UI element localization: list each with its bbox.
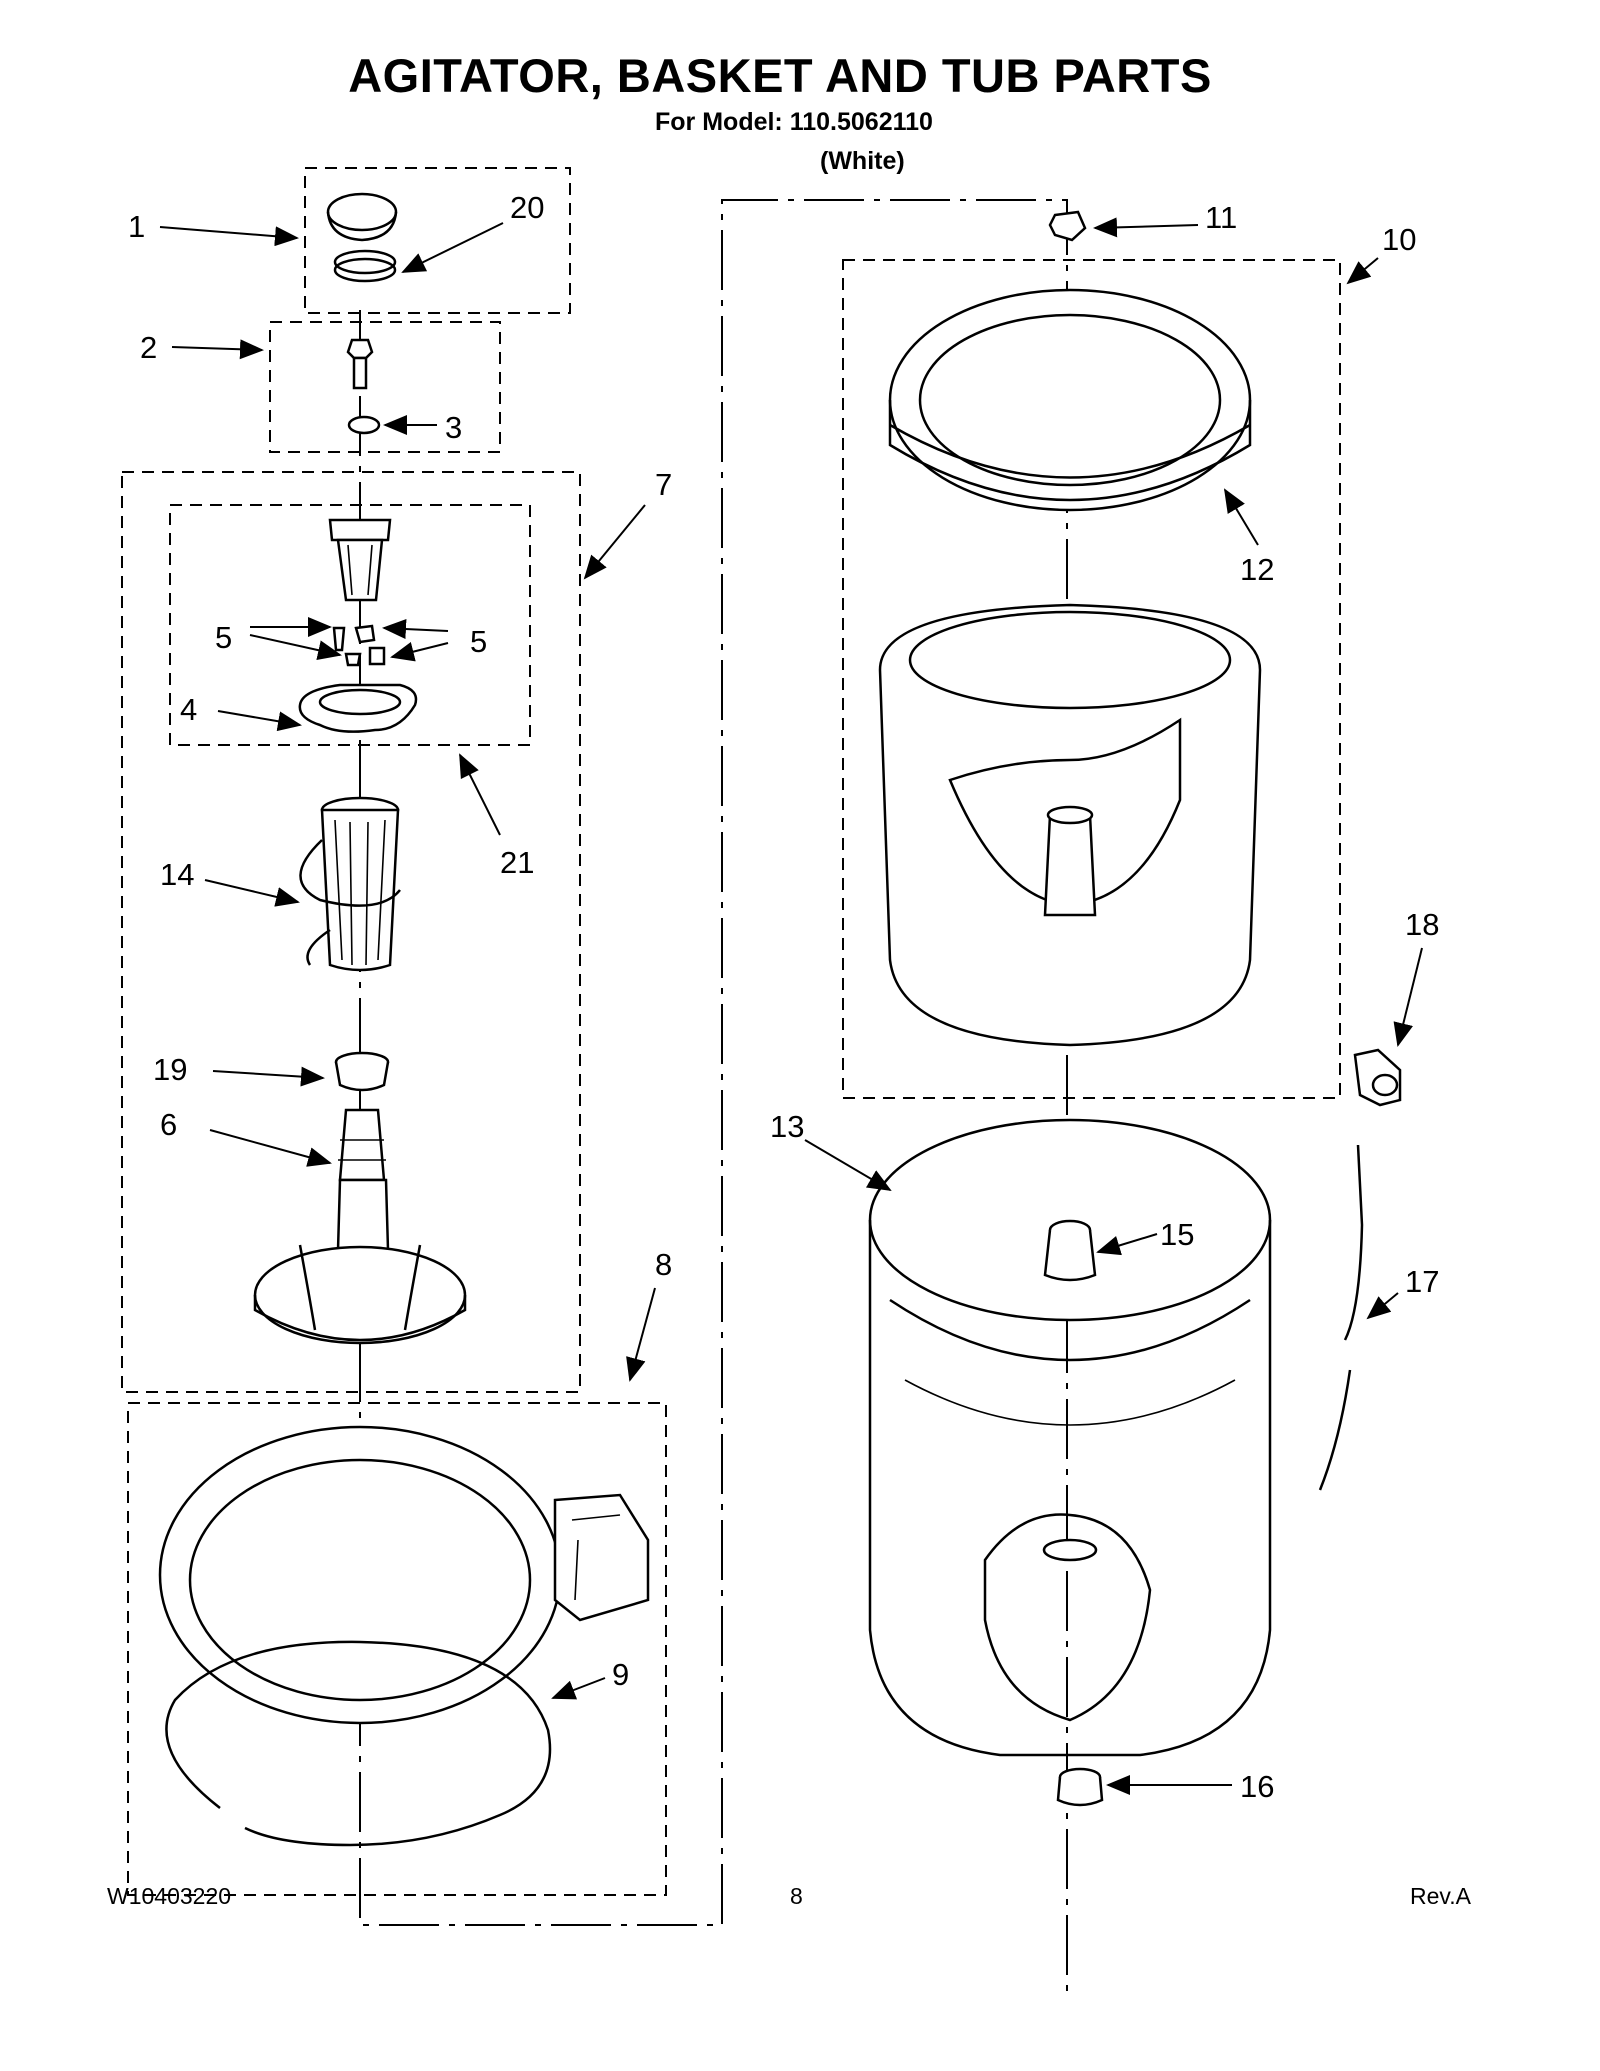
callout-19: 19 xyxy=(153,1052,187,1087)
callout-7: 7 xyxy=(655,467,672,502)
callout-4: 4 xyxy=(180,692,197,727)
leader-19 xyxy=(212,1066,325,1087)
page-number: 8 xyxy=(790,1883,803,1909)
leader-9 xyxy=(551,1677,606,1700)
leader-7 xyxy=(583,504,646,580)
leader-15 xyxy=(1096,1233,1158,1256)
part-20-seal xyxy=(333,249,397,283)
part-21-cam-assembly xyxy=(298,518,418,733)
part-13-outer-tub xyxy=(868,1118,1272,1757)
leader-13 xyxy=(804,1139,892,1192)
part-14-auger xyxy=(299,796,401,972)
leader-21 xyxy=(459,753,501,836)
callout-3: 3 xyxy=(445,410,462,445)
leader-2 xyxy=(171,339,264,360)
part-2-bolt xyxy=(346,338,374,390)
callout-21: 21 xyxy=(500,845,534,880)
group-box-8 xyxy=(127,1402,667,1896)
leader-5c xyxy=(382,619,449,640)
model-color: (White) xyxy=(820,147,905,175)
part-15-bushing xyxy=(1043,1219,1097,1282)
callout-5-left: 5 xyxy=(215,620,232,655)
leader-5d xyxy=(390,641,449,662)
group-box-7 xyxy=(121,471,581,1393)
leader-6 xyxy=(209,1129,332,1167)
callout-2: 2 xyxy=(140,330,157,365)
part-18-clip xyxy=(1353,1048,1402,1107)
callout-17: 17 xyxy=(1405,1264,1439,1299)
part-10-basket xyxy=(878,603,1262,1047)
part-12-balance-ring xyxy=(888,288,1252,512)
callout-12: 12 xyxy=(1240,552,1274,587)
callout-8: 8 xyxy=(655,1247,672,1282)
group-box-21 xyxy=(169,504,531,746)
group-box-1-20 xyxy=(304,167,571,314)
part-8-tub-ring xyxy=(158,1425,650,1725)
leader-4 xyxy=(217,710,302,732)
leader-5b xyxy=(249,634,342,660)
part-16-drain-plug xyxy=(1056,1767,1104,1807)
callout-1: 1 xyxy=(128,209,145,244)
group-box-2-3 xyxy=(269,321,501,453)
callout-11: 11 xyxy=(1205,200,1237,235)
part-17-hose xyxy=(1318,1144,1364,1491)
part-19-ring xyxy=(334,1051,390,1092)
callout-10: 10 xyxy=(1382,222,1416,257)
leader-12 xyxy=(1223,488,1259,546)
leader-1 xyxy=(159,226,299,247)
part-9-clamp-ring xyxy=(165,1640,552,1847)
leader-10 xyxy=(1346,257,1379,285)
group-box-10 xyxy=(842,259,1341,1099)
callout-14: 14 xyxy=(160,857,194,892)
callout-16: 16 xyxy=(1240,1769,1274,1804)
part-1-agitator-cap xyxy=(326,192,398,242)
callout-5-right: 5 xyxy=(470,624,487,659)
document-number: W10403220 xyxy=(107,1883,232,1909)
callout-6: 6 xyxy=(160,1107,177,1142)
leader-8 xyxy=(626,1287,656,1382)
callout-13: 13 xyxy=(770,1109,804,1144)
page-title: AGITATOR, BASKET AND TUB PARTS xyxy=(348,49,1212,102)
leader-14 xyxy=(204,879,300,907)
model-number: For Model: 110.5062110 xyxy=(655,108,933,136)
callout-9: 9 xyxy=(612,1657,629,1692)
part-6-agitator-base xyxy=(253,1108,467,1345)
callout-18: 18 xyxy=(1405,907,1439,942)
leader-20 xyxy=(401,222,504,273)
revision-label: Rev.A xyxy=(1410,1883,1471,1909)
callout-20: 20 xyxy=(510,190,544,225)
part-11-nut xyxy=(1048,210,1087,242)
leader-17 xyxy=(1366,1292,1399,1320)
part-3-washer xyxy=(347,415,381,435)
leader-11 xyxy=(1093,217,1199,238)
callout-15: 15 xyxy=(1160,1217,1194,1252)
leader-18 xyxy=(1393,947,1423,1047)
